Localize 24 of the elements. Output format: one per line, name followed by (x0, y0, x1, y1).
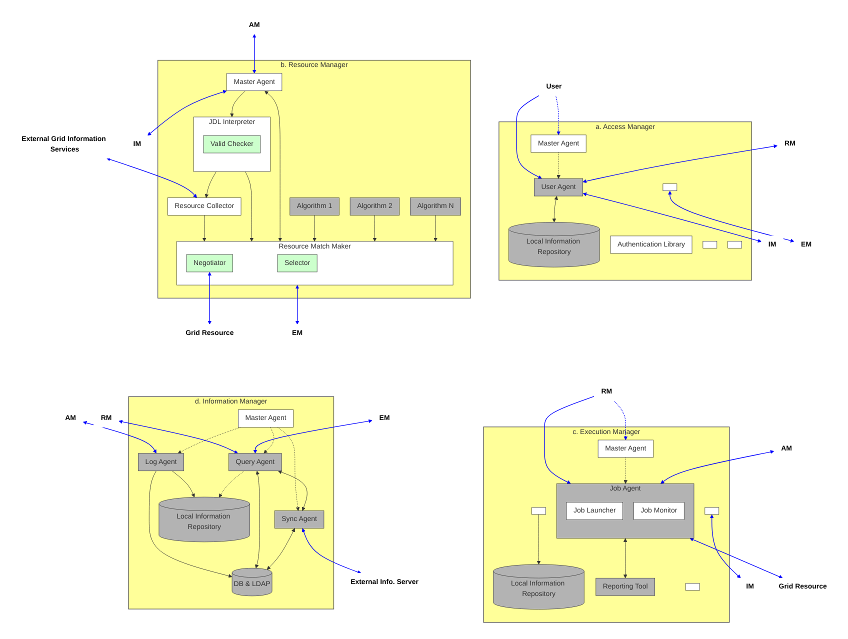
arrow (252, 34, 256, 74)
node-box (532, 507, 546, 515)
arrow (516, 95, 542, 179)
arrow (302, 528, 362, 574)
node-box (704, 507, 720, 515)
arrow (710, 514, 741, 578)
arrow (544, 396, 595, 484)
arrow (147, 90, 227, 136)
arrow (614, 400, 628, 440)
arrow (582, 144, 778, 184)
arrow (82, 421, 156, 454)
arrow (660, 450, 774, 484)
arrow (118, 420, 238, 454)
arrow (295, 285, 300, 324)
arrow (582, 192, 762, 243)
node-box (702, 240, 718, 248)
arrow (208, 272, 212, 324)
arrow (555, 95, 560, 136)
arrow (668, 190, 794, 242)
node-box (728, 240, 742, 248)
node-box (685, 583, 700, 591)
arrow (690, 538, 783, 579)
arrow (106, 158, 197, 198)
node-box (662, 184, 678, 192)
